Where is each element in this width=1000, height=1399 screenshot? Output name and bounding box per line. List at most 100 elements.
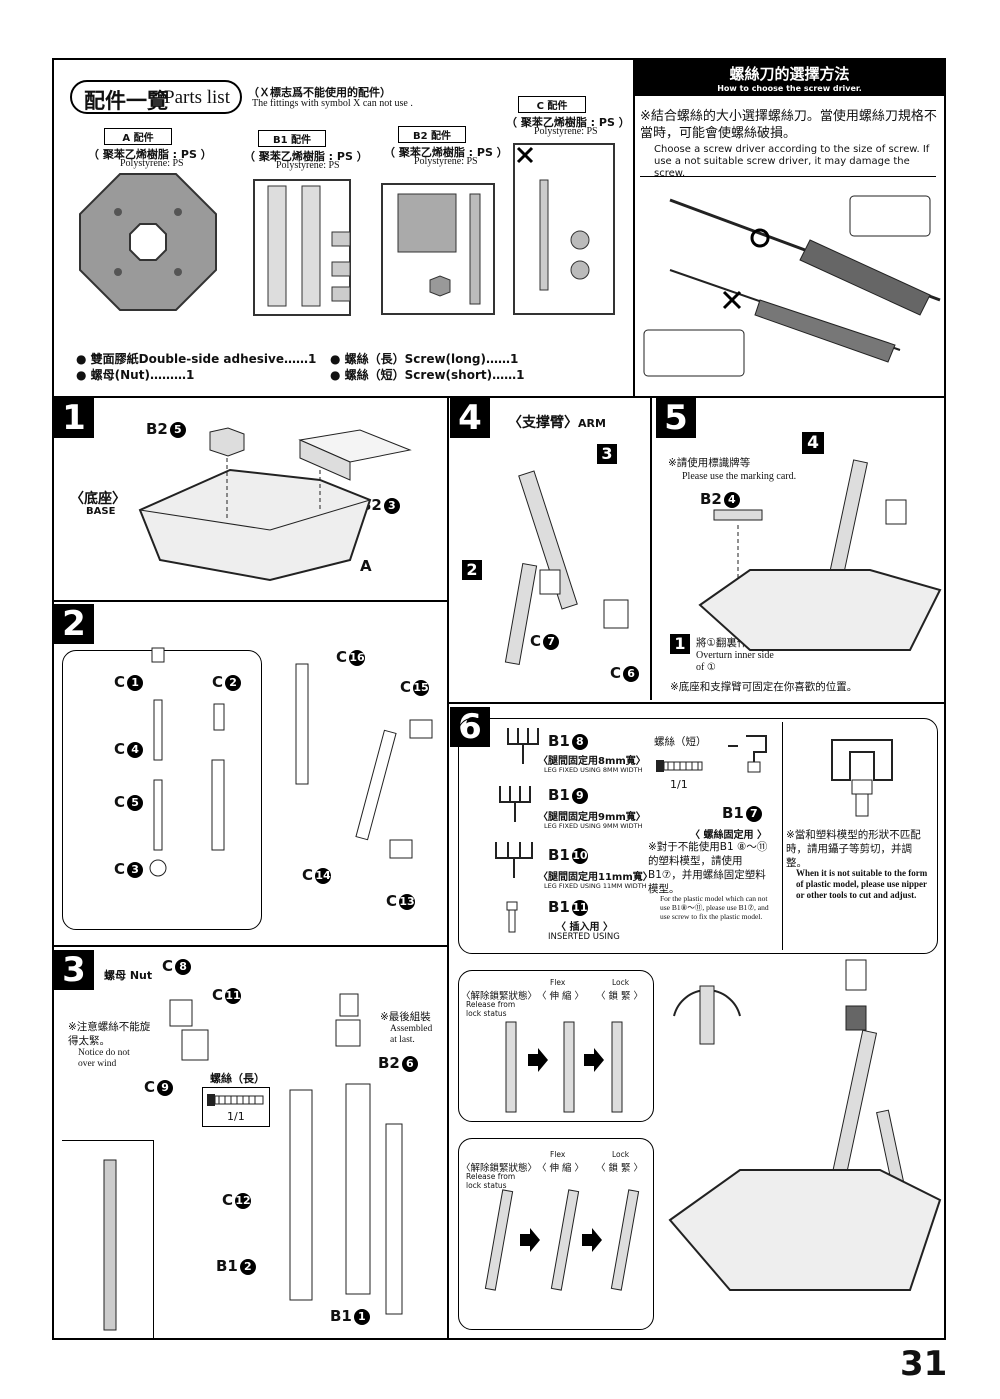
divider-parts xyxy=(52,396,946,398)
step6-b1-8-num: 8 xyxy=(571,733,588,750)
release-en-2: Release from lock status xyxy=(466,1172,516,1190)
step3-nut-label: 螺母 Nut xyxy=(104,969,153,982)
screwdriver-drawing xyxy=(643,195,941,377)
step5-marking-cn: ※請使用標識牌等 xyxy=(668,457,751,469)
step2-c4-num: 4 xyxy=(127,741,144,758)
flex-cn-2: 〈 伸 縮 〉 xyxy=(537,1163,585,1174)
page-number: 31 xyxy=(900,1344,948,1384)
step1-part-a: A xyxy=(360,557,372,575)
step2-c3-num: 3 xyxy=(127,861,144,878)
flex-en-2: Flex xyxy=(550,1150,566,1159)
step-4-number: 4 xyxy=(450,398,490,438)
flex-cn-1: 〈 伸 縮 〉 xyxy=(537,991,585,1002)
step6-b1-7-label: B1 xyxy=(722,804,744,822)
flex-sequence-2-drawing xyxy=(484,1189,640,1291)
step4-c7-num: 7 xyxy=(543,633,560,650)
step5-drawing xyxy=(698,459,942,651)
step2-c5-label: C xyxy=(114,793,126,811)
release-en-1: Release from lock status xyxy=(466,1000,516,1018)
screwdriver-header-en: How to choose the screw driver. xyxy=(717,84,862,93)
step3-caution-en: Notice do not over wind xyxy=(78,1048,130,1069)
fork-11mm-icon xyxy=(495,842,533,878)
runner-b1-material-en: Polystyrene: PS xyxy=(276,160,340,171)
screwdriver-note-divider xyxy=(640,176,936,177)
step3-screw-qty: 1/1 xyxy=(227,1110,245,1123)
fork-8mm-icon xyxy=(507,728,539,764)
step5-overturn-en: Overturn inner side of ① xyxy=(696,650,774,673)
extra-screw-short: ● 螺絲（短）Screw(short)……1 xyxy=(330,368,525,382)
step3-c11-label: C xyxy=(212,986,224,1004)
step6-options-divider xyxy=(782,722,783,950)
release-cn-2: 〈解除鎖緊狀態〉 xyxy=(461,1163,538,1174)
extra-adhesive: ● 雙面膠紙Double-side adhesive……1 xyxy=(76,352,317,366)
screwdriver-header: 螺絲刀的選擇方法 How to choose the screw driver. xyxy=(635,60,944,96)
step2-c4-label: C xyxy=(114,740,126,758)
runner-c-drawing xyxy=(513,143,615,315)
step2-parts-drawing xyxy=(149,647,433,877)
step5-fix-note: ※底座和支撑臂可固定在你喜歡的位置。 xyxy=(670,681,858,693)
step6-b1-9-num: 9 xyxy=(571,787,588,804)
flex-en-1: Flex xyxy=(550,978,566,987)
lock-cn-2: 〈 鎖 緊 〉 xyxy=(596,1163,644,1174)
step4-title: 〈支撑臂〉ARM xyxy=(508,412,606,432)
step6-insert-cn: 〈 插入用 〉 xyxy=(556,922,613,933)
parts-warning-en: The fittings with symbol X can not use . xyxy=(252,98,413,109)
step5-marking-en: Please use the marking card. xyxy=(682,471,797,482)
screw-short-icon xyxy=(656,760,703,772)
step2-c14-num: 14 xyxy=(315,867,332,884)
step6-screw-fix-note-cn: ※對于不能使用B1 ⑧～⑪ 的塑料模型，請使用B1⑦，并用螺絲固定塑料模型。 xyxy=(648,841,768,895)
step3-c8-label: C xyxy=(162,957,174,975)
lock-cn-1: 〈 鎖 緊 〉 xyxy=(596,991,644,1002)
runner-a-label: A 配件 xyxy=(104,128,172,145)
step5-b2-4-label: B2 xyxy=(700,490,722,508)
step6-leg11-cn: 〈腿間固定用11mm寬〉 xyxy=(538,872,653,883)
lock-en-1: Lock xyxy=(612,978,630,987)
step6-b1-10-label: B1 xyxy=(548,846,570,864)
step6-screw-short-label: 螺絲（短） xyxy=(654,736,707,748)
step3-screw-box: 1/1 xyxy=(202,1087,270,1127)
runner-b1-label: B1 配件 xyxy=(258,130,326,147)
step6-flex-panel-1 xyxy=(458,970,654,1122)
step1-part-b2-5-label: B2 xyxy=(146,420,168,438)
step6-b1-7-num: 7 xyxy=(745,805,762,822)
step5-step-ref: 1 xyxy=(670,634,690,654)
runner-b1-material-cn: （ 聚苯乙烯樹脂 : PS ） xyxy=(244,150,368,163)
step6-leg9-en: LEG FIXED USING 9MM WIDTH xyxy=(544,822,643,830)
divider-step2 xyxy=(52,945,447,947)
step3-c11-num: 11 xyxy=(225,987,242,1004)
divider-screwdriver xyxy=(633,58,635,396)
step3-b1-2-label: B1 xyxy=(216,1257,238,1275)
flex-sequence-1-drawing xyxy=(505,1021,623,1113)
screwdriver-note-en: Choose a screw driver according to the s… xyxy=(654,144,930,179)
runner-c-label: C 配件 xyxy=(518,96,586,113)
parts-list-title-en: Parts list xyxy=(164,87,230,108)
step3-c8-num: 8 xyxy=(175,958,192,975)
insert-pin-icon xyxy=(506,901,518,933)
step3-c12-label: C xyxy=(222,1191,234,1209)
step6-leg8-cn: 〈腿間固定用8mm寬〉 xyxy=(538,756,646,767)
runner-b2-material-cn: （ 聚苯乙烯樹脂 : PS ） xyxy=(384,146,508,159)
runner-c-material-en: Polystyrene: PS xyxy=(534,126,598,137)
runner-b2-label: B2 配件 xyxy=(398,126,466,143)
step2-c14-label: C xyxy=(302,866,314,884)
step6-b1-11-label: B1 xyxy=(548,898,570,916)
runner-a-drawing xyxy=(79,173,217,311)
step3-caution-cn: ※注意螺絲不能旋得太緊。 xyxy=(68,1021,151,1047)
step4-arm-drawing xyxy=(504,470,629,666)
step3-b2-6-num: 6 xyxy=(401,1055,418,1072)
